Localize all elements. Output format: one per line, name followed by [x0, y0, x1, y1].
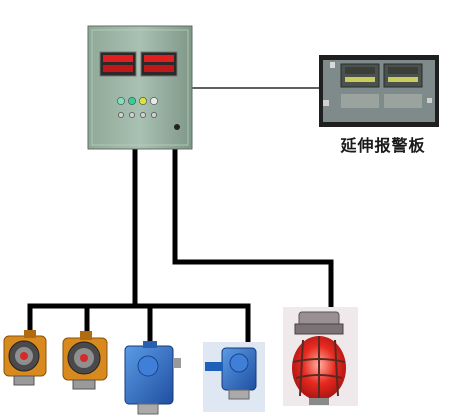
- indicator-lights: [117, 97, 158, 105]
- cabinet-lock-icon: [174, 124, 180, 130]
- remote-panel-caption: 延伸报警板: [340, 136, 426, 155]
- display-left: [99, 51, 137, 77]
- control-cabinet: [87, 25, 193, 150]
- gas-detector-2: [62, 331, 108, 390]
- cables: [27, 145, 334, 345]
- gas-detector-4: [203, 342, 265, 412]
- gas-detector-1: [3, 330, 47, 386]
- alarm-lamp: [283, 307, 358, 406]
- remote-alarm-panel: [319, 55, 439, 127]
- display-right: [140, 51, 178, 77]
- gas-detector-3: [124, 341, 181, 415]
- push-buttons: [118, 112, 157, 118]
- cable-to-lamp: [172, 145, 334, 309]
